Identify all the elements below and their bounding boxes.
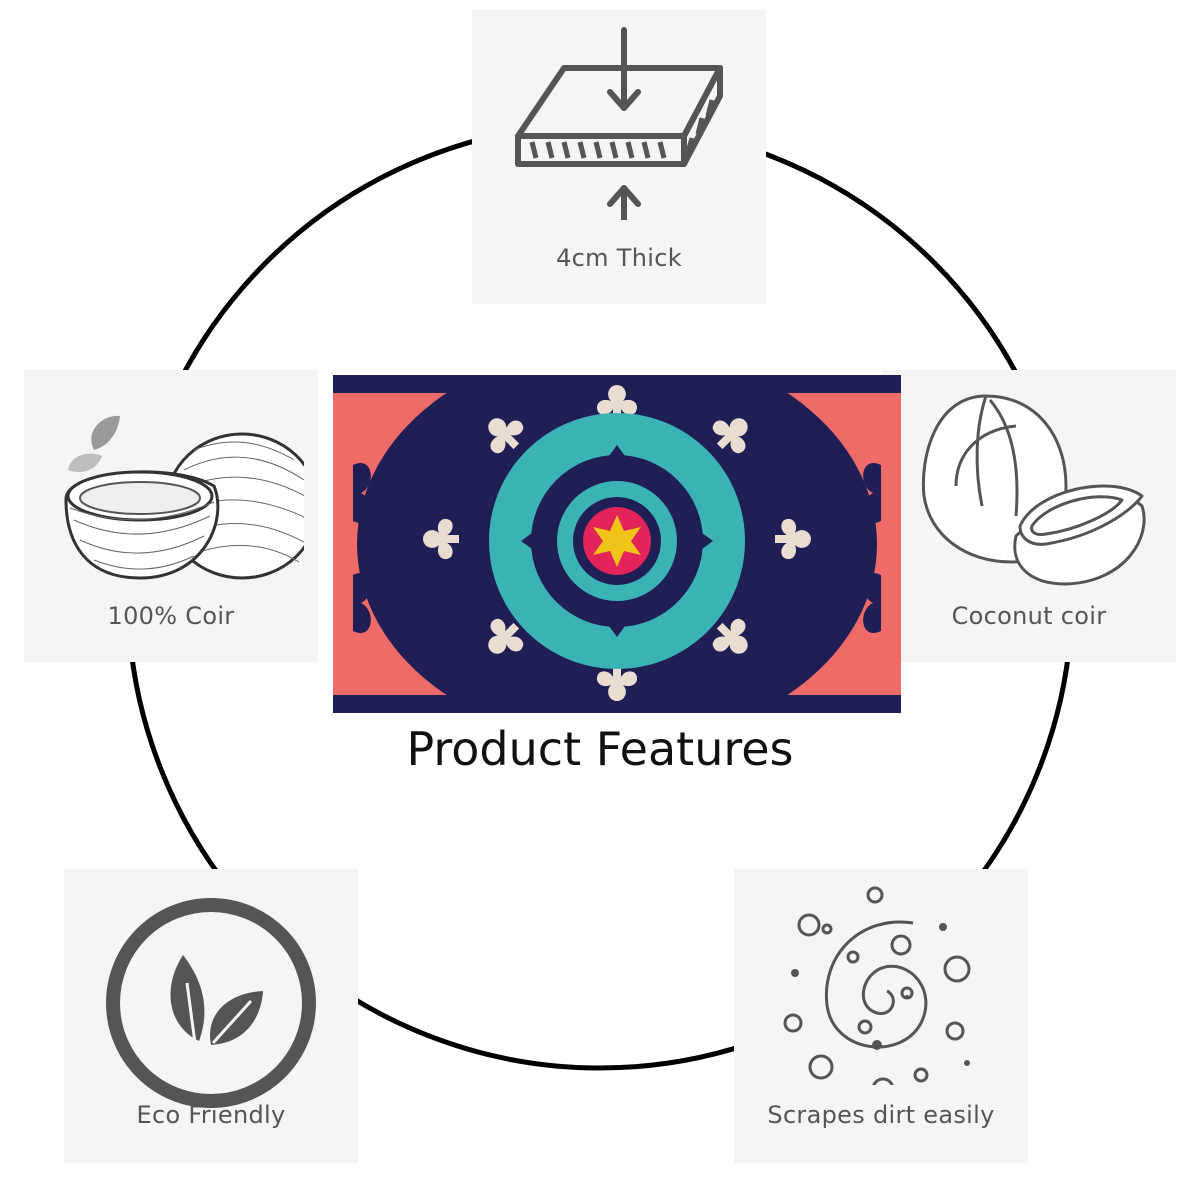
feature-label-coconut: Coconut coir xyxy=(951,602,1107,630)
feature-card-scrape: Scrapes dirt easily xyxy=(734,869,1028,1163)
feature-label-scrape: Scrapes dirt easily xyxy=(767,1101,995,1129)
swirl-dirt-icon xyxy=(783,886,971,1085)
feature-label-eco: Eco Friendly xyxy=(136,1101,286,1129)
coconut-sketch-icon xyxy=(64,415,304,580)
feature-card-coir: 100% Coir xyxy=(24,370,318,662)
feature-card-eco: Eco Friendly xyxy=(64,869,358,1163)
compressed-mat-icon xyxy=(515,27,723,220)
feature-card-thickness: 4cm Thick xyxy=(472,10,766,304)
feature-label-thickness: 4cm Thick xyxy=(556,244,682,272)
feature-label-coir: 100% Coir xyxy=(107,602,235,630)
coconut-outline-icon xyxy=(921,394,1146,586)
feature-card-coconut: Coconut coir xyxy=(882,370,1176,662)
leaf-circle-icon xyxy=(106,898,316,1108)
suzani-doormat-image xyxy=(333,375,901,713)
page-title: Product Features xyxy=(406,722,794,776)
